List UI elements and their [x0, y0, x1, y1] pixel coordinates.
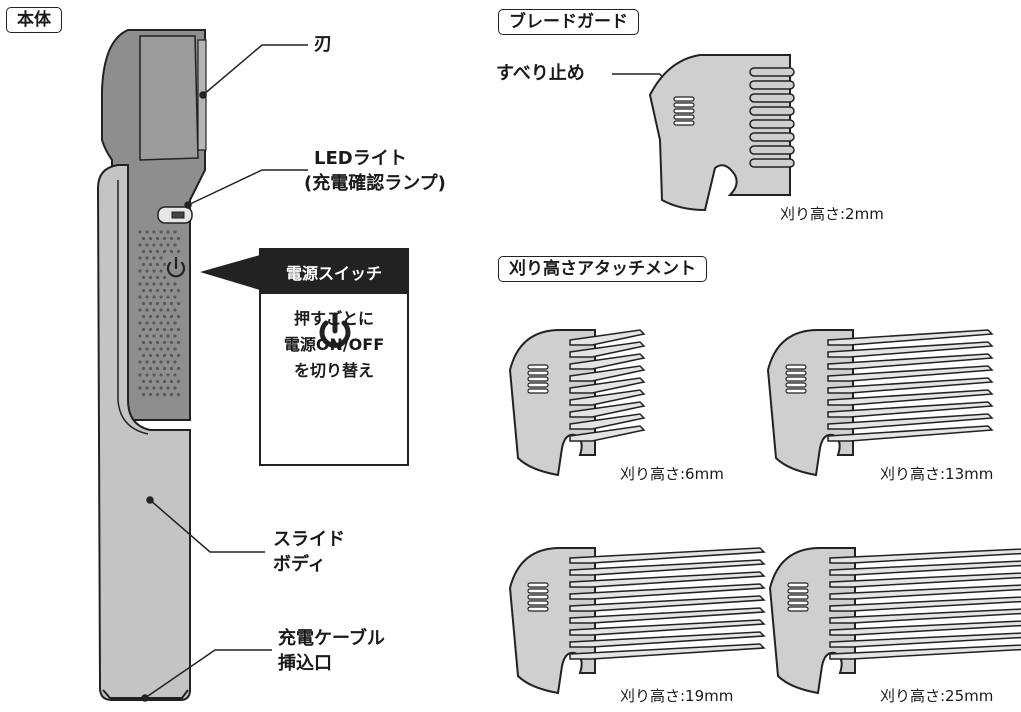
section-title-body: 本体 [6, 7, 62, 33]
label-slide-body-2: ボディ [273, 554, 326, 575]
attachment-comb [508, 329, 646, 477]
caption-6mm: 刈り高さ:6mm [620, 465, 724, 483]
label-blade: 刃 [314, 34, 332, 55]
caption-25mm: 刈り高さ:25mm [880, 687, 994, 705]
label-slide-body-1: スライド [273, 529, 345, 550]
caption-guard-height: 刈り高さ:2mm [780, 205, 884, 223]
label-led: LEDライト [314, 148, 407, 169]
power-switch-title: 電源スイッチ [261, 250, 407, 294]
power-desc-1: 押すごとに [293, 309, 374, 328]
attachment-comb [766, 329, 994, 477]
section-title-blade-guard: ブレードガード [498, 9, 639, 35]
attachment-comb [508, 547, 766, 695]
power-icon [319, 312, 351, 348]
power-switch-callout: 電源スイッチ 押すごとに 電源ON/OFF を切り替え [259, 248, 409, 466]
caption-19mm: 刈り高さ:19mm [620, 687, 734, 705]
device [96, 29, 207, 701]
attachment-comb [768, 547, 1021, 695]
label-non-slip: すべり止め [496, 63, 585, 84]
label-led-sub: (充電確認ランプ) [304, 173, 446, 194]
leader-lines [141, 44, 689, 702]
device-power-icon [166, 256, 186, 278]
section-title-attachment: 刈り高さアタッチメント [498, 256, 707, 282]
label-cable-port-1: 充電ケーブル [278, 628, 385, 649]
attachments [508, 329, 1021, 695]
caption-13mm: 刈り高さ:13mm [880, 465, 994, 483]
callout-pointer [200, 255, 260, 290]
label-cable-port-2: 挿込口 [278, 653, 332, 674]
power-desc-3: を切り替え [293, 361, 374, 380]
blade-guard [648, 54, 795, 212]
grip-texture [138, 230, 181, 397]
power-desc-2: 電源ON/OFF [283, 335, 385, 354]
